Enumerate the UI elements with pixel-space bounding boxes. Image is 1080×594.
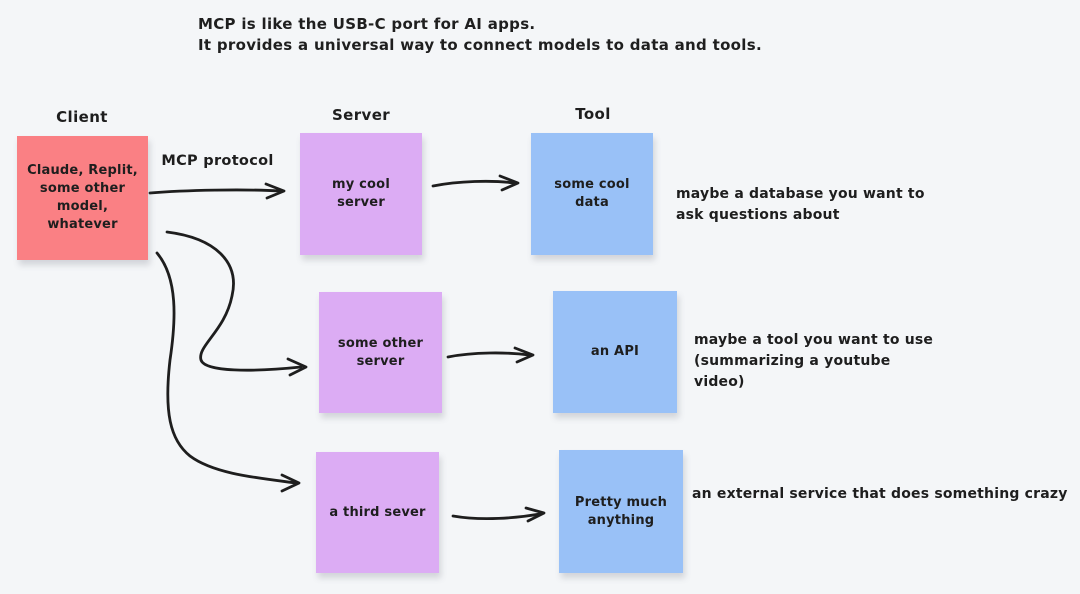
note-api: maybe a tool you want to use (summarizin… bbox=[694, 332, 934, 390]
server-box-2: some other server bbox=[319, 292, 442, 413]
tool-box-3-label: Pretty much anything bbox=[574, 494, 668, 528]
client-box-label: Claude, Replit, some other model, whatev… bbox=[27, 163, 138, 232]
server-box-2-label: some other server bbox=[337, 335, 424, 369]
arrow-server2-to-tool2 bbox=[446, 346, 535, 364]
tool-box-1-label: some cool data bbox=[554, 177, 630, 210]
column-header-client: Client bbox=[56, 108, 108, 126]
title-line-1: MCP is like the USB-C port for AI apps. bbox=[198, 15, 536, 33]
mcp-protocol-label: MCP protocol bbox=[161, 153, 274, 169]
arrow-client-to-server3 bbox=[155, 251, 301, 493]
arrow-server3-to-tool3 bbox=[451, 506, 546, 523]
note-database: maybe a database you want to ask questio… bbox=[676, 186, 925, 223]
server-box-1-label: my cool server bbox=[332, 177, 390, 210]
server-box-3: a third sever bbox=[316, 452, 439, 573]
column-header-server: Server bbox=[331, 106, 391, 124]
column-header-tool: Tool bbox=[575, 105, 611, 123]
arrow-client-to-server1 bbox=[148, 182, 286, 200]
tool-box-2: an API bbox=[553, 291, 677, 413]
title-line-2: It provides a universal way to connect m… bbox=[198, 36, 762, 54]
tool-box-3: Pretty much anything bbox=[559, 450, 683, 573]
tool-box-1: some cool data bbox=[531, 133, 653, 255]
diagram-title: MCP is like the USB-C port for AI apps. … bbox=[198, 14, 762, 56]
tool-box-2-label: an API bbox=[590, 344, 640, 359]
client-box: Claude, Replit, some other model, whatev… bbox=[17, 136, 148, 260]
arrow-client-to-server2 bbox=[165, 230, 308, 377]
server-box-3-label: a third sever bbox=[329, 504, 426, 520]
server-box-1: my cool server bbox=[300, 133, 422, 255]
arrow-server1-to-tool1 bbox=[431, 174, 520, 192]
note-external-service: an external service that does something … bbox=[692, 486, 1068, 502]
